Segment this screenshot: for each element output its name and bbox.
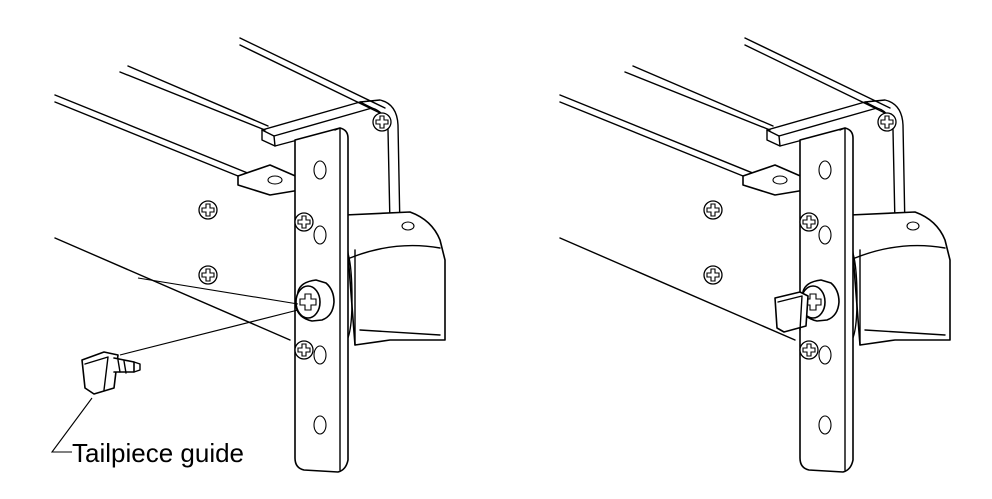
assembly-line-lower (119, 309, 299, 356)
tailpiece-guide-part (81, 351, 141, 395)
lock-body-exploded (55, 38, 445, 472)
callout-label-tailpiece-guide: Tailpiece guide (72, 438, 244, 468)
exploded-view: Tailpiece guide (50, 38, 445, 472)
tailpiece-guide-installed (774, 291, 809, 333)
lock-body-installed (560, 38, 950, 472)
installed-view (560, 38, 950, 472)
callout-leader-line (50, 397, 93, 453)
assembly-line-upper (137, 277, 299, 305)
